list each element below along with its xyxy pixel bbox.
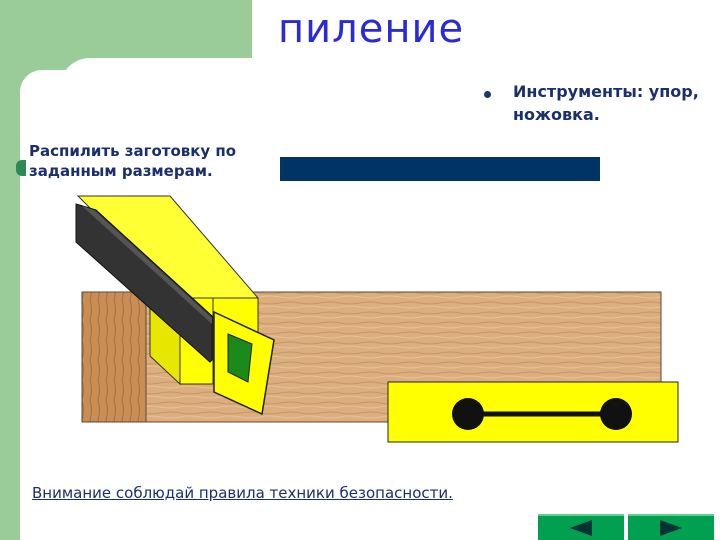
tools-bullet: Инструменты: упор, ножовка. (484, 80, 704, 126)
next-slide-button[interactable] (628, 514, 714, 540)
triangle-right-icon (660, 520, 682, 536)
hacksaw (75, 203, 275, 416)
tools-text: Инструменты: упор, ножовка. (513, 82, 699, 124)
header-bar (280, 157, 600, 181)
bullet-decor (16, 160, 26, 176)
triangle-left-icon (570, 520, 592, 536)
task-text: Распилить заготовку по заданным размерам… (29, 142, 237, 180)
clamp-fixture (387, 381, 679, 443)
bullet-dot-icon (484, 91, 491, 98)
slide-title: пиление (278, 6, 465, 52)
prev-slide-button[interactable] (538, 514, 624, 540)
safety-warning-link[interactable]: Внимание соблюдай правила техники безопа… (32, 484, 453, 502)
